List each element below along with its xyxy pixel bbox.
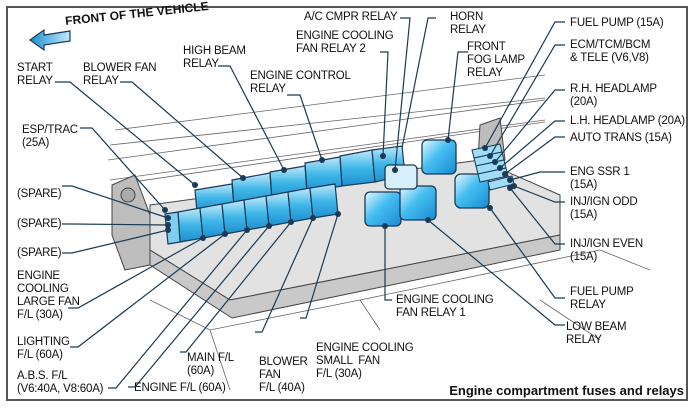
- label-fuel-pump-15a: FUEL PUMP (15A): [570, 17, 664, 29]
- leader-lines: [55, 17, 565, 389]
- leader-dots: [162, 137, 517, 241]
- label-ac-cmpr-relay: A/C CMPR RELAY: [304, 11, 398, 23]
- label-ecm-tcm-bcm: ECM/TCM/BCM & TELE (V6,V8): [570, 39, 651, 64]
- label-front-fog-lamp-relay: FRONT FOG LAMP RELAY: [467, 41, 525, 79]
- label-spare-1: (SPARE): [17, 188, 62, 200]
- label-abs-fl: A.B.S. F/L (V6:40A, V8:60A): [17, 370, 104, 395]
- label-engine-cooling-large-fan: ENGINE COOLING LARGE FAN F/L (30A): [17, 270, 80, 321]
- label-spare-3: (SPARE): [17, 247, 62, 259]
- label-esp-trac: ESP/TRAC (25A): [22, 124, 78, 149]
- label-engine-control-relay: ENGINE CONTROL RELAY: [250, 70, 351, 95]
- fuse-row-front: [164, 183, 339, 245]
- label-low-beam-relay: LOW BEAM RELAY: [566, 321, 627, 346]
- label-inj-ign-odd: INJ/IGN ODD (15A): [570, 196, 638, 221]
- label-fuel-pump-relay: FUEL PUMP RELAY: [570, 286, 634, 311]
- label-engine-cooling-fan-relay-2: ENGINE COOLING FAN RELAY 2: [296, 30, 394, 55]
- label-horn-relay: HORN RELAY: [450, 11, 486, 36]
- label-engine-cooling-fan-relay-1: ENGINE COOLING FAN RELAY 1: [396, 294, 494, 319]
- label-inj-ign-even: INJ/IGN EVEN (15A): [570, 238, 644, 263]
- label-rh-headlamp: R.H. HEADLAMP (20A): [570, 83, 657, 108]
- diagram-caption: Engine compartment fuses and relays: [449, 383, 684, 398]
- label-eng-ssr-1: ENG SSR 1 (15A): [570, 166, 630, 191]
- label-main-fl: MAIN F/L (60A): [187, 352, 234, 377]
- label-auto-trans: AUTO TRANS (15A): [570, 132, 672, 144]
- label-engine-fl: ENGINE F/L (60A): [134, 382, 226, 394]
- label-lighting-fl: LIGHTING F/L (60A): [17, 336, 70, 361]
- label-engine-cooling-small-fan: ENGINE COOLING SMALL FAN F/L (30A): [316, 342, 414, 380]
- label-blower-fan-relay: BLOWER FAN RELAY: [83, 62, 157, 87]
- engine-bay-outline: [107, 74, 651, 391]
- label-lh-headlamp: L.H. HEADLAMP (20A): [570, 115, 685, 127]
- label-blower-fan-fl: BLOWER FAN F/L (40A): [259, 356, 308, 394]
- label-high-beam-relay: HIGH BEAM RELAY: [183, 45, 246, 70]
- label-spare-2: (SPARE): [17, 218, 62, 230]
- label-start-relay: START RELAY: [17, 62, 53, 87]
- arrow-left-icon: [28, 28, 71, 52]
